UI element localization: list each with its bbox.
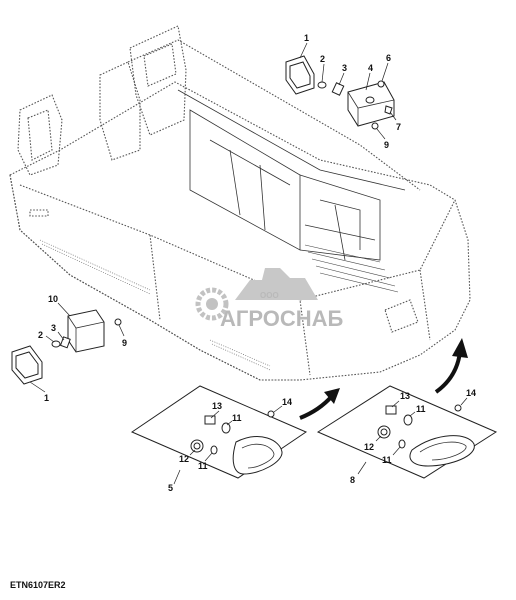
callout-11a-inset-right: 11 bbox=[416, 404, 426, 414]
callout-3: 3 bbox=[342, 63, 347, 73]
watermark-brand: АГРОСНАБ bbox=[220, 306, 344, 331]
drawing-code: ETN6107ER2 bbox=[10, 580, 66, 590]
callout-8: 8 bbox=[350, 475, 355, 485]
watermark: ООО АГРОСНАБ bbox=[195, 268, 344, 331]
watermark-prefix: ООО bbox=[260, 291, 279, 300]
callout-13-inset-left: 13 bbox=[212, 401, 222, 411]
callout-1-left: 1 bbox=[44, 393, 49, 403]
inset-left-fog-lamp: 13 11 12 11 14 5 bbox=[130, 385, 308, 493]
grille-hatch bbox=[304, 244, 399, 293]
callout-12-inset-left: 12 bbox=[179, 454, 189, 464]
top-right-lamp-assembly: 1 2 3 4 6 7 9 bbox=[285, 33, 401, 150]
callout-4: 4 bbox=[368, 63, 373, 73]
callout-9-left: 9 bbox=[122, 338, 127, 348]
callout-10: 10 bbox=[48, 294, 58, 304]
arrow-head-right bbox=[452, 338, 468, 358]
callout-14-inset-right: 14 bbox=[466, 388, 476, 398]
left-lamp-assembly: 10 2 3 9 1 bbox=[11, 294, 127, 403]
assembly-arrows bbox=[299, 338, 468, 420]
callout-1: 1 bbox=[304, 33, 309, 43]
callout-11b-inset-left: 11 bbox=[198, 461, 208, 471]
callout-13-inset-right: 13 bbox=[400, 391, 410, 401]
callout-6: 6 bbox=[386, 53, 391, 63]
inset-right-fog-lamp: 13 11 12 11 14 8 bbox=[316, 385, 498, 485]
callout-9: 9 bbox=[384, 140, 389, 150]
arrow-head-left bbox=[324, 388, 340, 404]
callout-14-inset-left: 14 bbox=[282, 397, 292, 407]
callout-7: 7 bbox=[396, 122, 401, 132]
vehicle-rear-body bbox=[9, 25, 471, 381]
callout-5: 5 bbox=[168, 483, 173, 493]
callout-3-left: 3 bbox=[51, 323, 56, 333]
callout-2-left: 2 bbox=[38, 330, 43, 340]
callout-11b-inset-right: 11 bbox=[382, 455, 392, 465]
callout-12-inset-right: 12 bbox=[364, 442, 374, 452]
callout-2: 2 bbox=[320, 54, 325, 64]
callout-11a-inset-left: 11 bbox=[232, 413, 242, 423]
